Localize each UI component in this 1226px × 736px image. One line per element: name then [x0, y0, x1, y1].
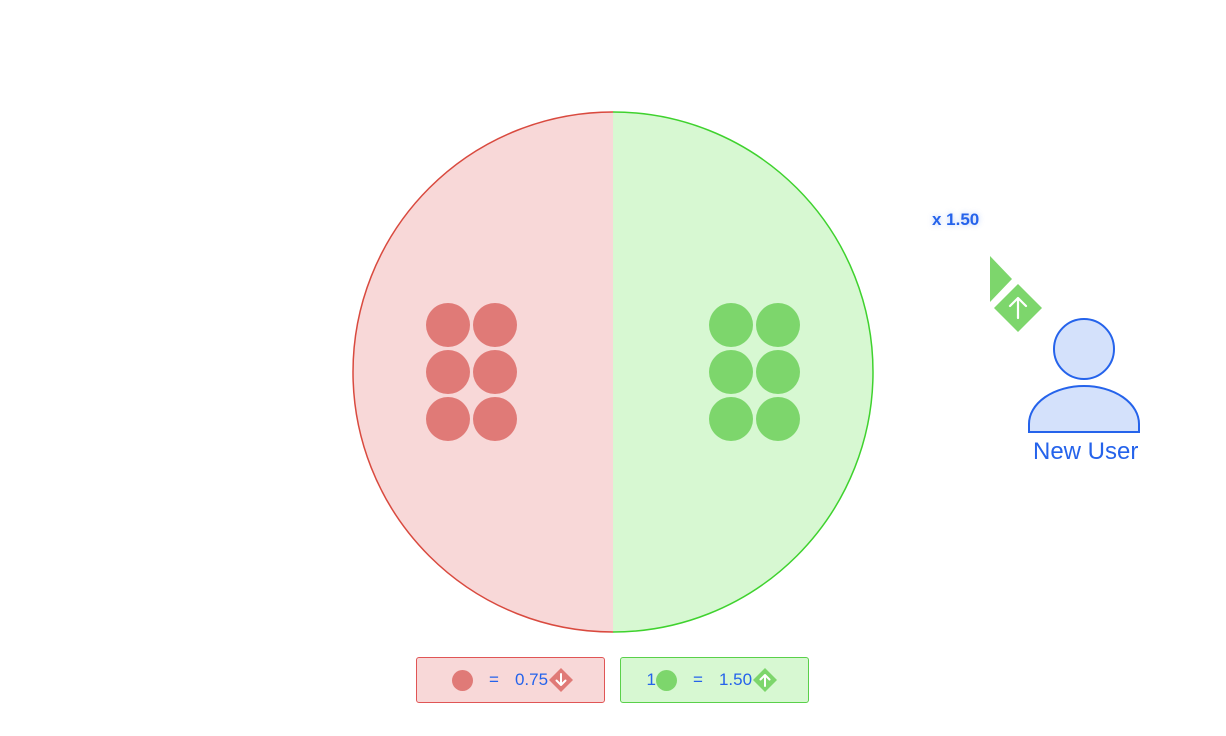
- right-dot-cluster: [709, 303, 800, 441]
- left-half-outline: [352, 111, 614, 633]
- legend-item-red: = 0.75: [416, 657, 605, 703]
- cluster-dot: [756, 303, 800, 347]
- up-arrow-diamond-icon: [753, 668, 778, 692]
- cluster-dot: [756, 397, 800, 441]
- down-arrow-diamond-icon: [549, 668, 574, 692]
- user-head: [1053, 318, 1115, 380]
- legend-item-green: 1 = 1.50: [620, 657, 809, 703]
- cluster-dot: [473, 350, 517, 394]
- user-body: [1028, 385, 1140, 433]
- left-dot-cluster: [426, 303, 517, 441]
- arrow-up-glyph: [1008, 296, 1028, 320]
- legend-equals: =: [489, 670, 499, 689]
- cluster-dot: [709, 350, 753, 394]
- user-label: New User: [1033, 438, 1139, 465]
- cluster-dot: [426, 397, 470, 441]
- legend-value: 1.50: [718, 670, 753, 689]
- legend-prefix: 1: [646, 670, 656, 689]
- up-arrow-diamond-icon: [990, 256, 1042, 332]
- cluster-dot: [473, 303, 517, 347]
- multiplier-label: x 1.50: [932, 210, 980, 229]
- red-dot-icon: [452, 669, 473, 691]
- cluster-dot: [709, 303, 753, 347]
- cluster-dot: [473, 397, 517, 441]
- legend-value: 0.75: [514, 670, 549, 689]
- cluster-dot: [756, 350, 800, 394]
- arrow-trail: [990, 256, 1012, 302]
- right-half-outline: [612, 111, 874, 633]
- user-icon: [1028, 318, 1140, 433]
- cluster-dot: [709, 397, 753, 441]
- cluster-dot: [426, 303, 470, 347]
- green-dot-icon: [656, 669, 677, 691]
- cluster-dot: [426, 350, 470, 394]
- legend-equals: =: [693, 670, 703, 689]
